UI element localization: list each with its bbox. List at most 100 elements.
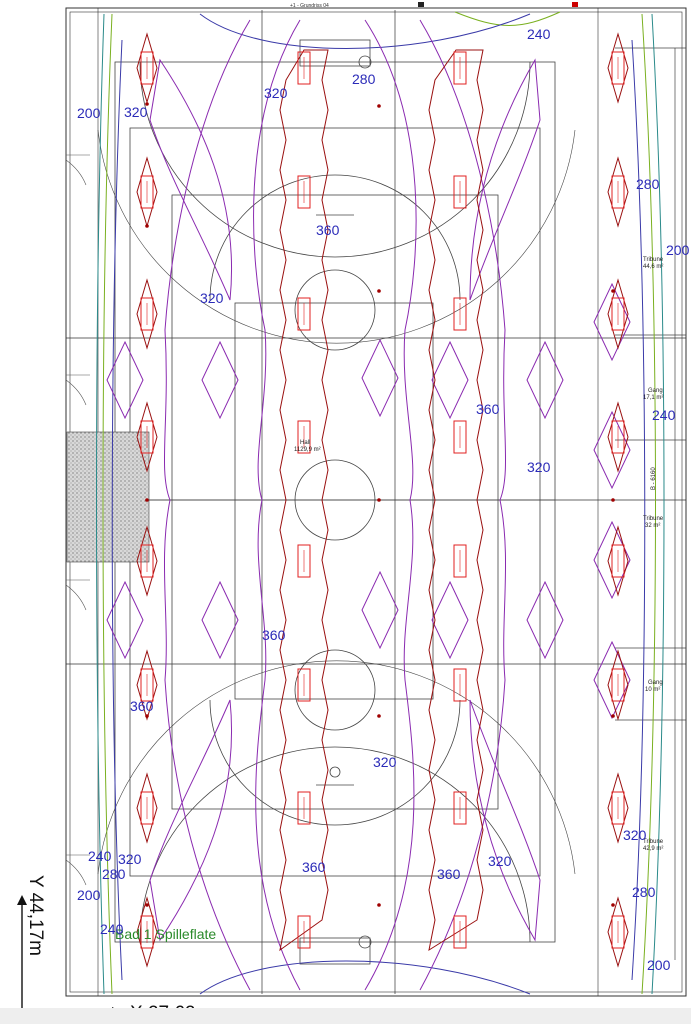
floor-outlet-14 [611,903,615,907]
floor-outlet-4 [377,289,381,293]
luminaires [140,51,625,949]
isolux-label-l320-top: 320 [264,85,288,101]
floor-outlet-9 [145,714,149,718]
isolux-label-l280-br: 280 [632,884,656,900]
room-gang-bot-area: 10 m² [645,687,660,693]
isolux-column-lobe-2-6 [607,649,629,721]
luminaire-16 [611,420,625,454]
isolux-320-diamond-7 [106,340,144,420]
room-tribune-top-name: Tribune [643,257,664,263]
isolux-320-diamond-14 [593,640,631,720]
isolux-label-l280-bl: 280 [102,866,126,882]
isolux-column-lobe-2-8 [607,896,629,968]
luminaire-26 [297,791,311,825]
isolux-240-left [102,13,113,995]
isolux-label-l200-bl: 200 [77,887,101,903]
isolux-320-curve-8 [469,699,541,942]
stair-area [66,431,150,563]
floor-outlet-11 [611,714,615,718]
room-tribune-top-area: 44,6 m² [643,264,663,270]
isolux-240 [102,11,656,995]
isolux-360-band-1 [279,49,329,952]
door-swings [65,154,90,886]
top-note: +1 - Grundriss 04 [290,3,329,9]
floor-outlet-3 [145,224,149,228]
isolux-200-left [96,13,105,995]
isolux-320-diamond-1 [201,340,239,420]
isolux-label-l360-lower: 360 [262,627,286,643]
isolux-240-top [454,11,561,26]
isolux-320-curve-5 [163,19,251,991]
isolux-280-bottom [199,960,531,995]
isolux-320-diamond-8 [106,580,144,660]
isolux-column-lobe-1-8 [136,896,158,968]
luminaire-8 [611,175,625,209]
floor-outlet-6 [145,498,149,502]
room-tribune-bot-area: 42,9 m² [643,846,663,852]
luminaire-23 [453,668,467,702]
room-tribune-mid-name: Tribune [643,516,664,522]
room-labels: Hall 1129,9 m² Tribune 44,6 m² Gang 17,1… [294,257,664,852]
top-marker [418,2,424,7]
isolux-label-l200-br: 200 [647,957,671,973]
isolux-label-l240-top: 240 [527,26,551,42]
isolux-320-curve-6 [469,58,541,301]
luminaire-13 [140,420,154,454]
luminaire-11 [453,297,467,331]
isolux-column-lobe-1-3 [136,278,158,350]
isolux-label-l240-right: 240 [652,407,676,423]
room-hall-area: 1129,9 m² [294,447,321,453]
isolux-320-diamond-2 [201,580,239,660]
isolux-200-right [651,13,665,995]
luminaire-28 [611,791,625,825]
isolux-280-right [631,39,646,981]
isolux-label-l240-bl: 240 [88,848,112,864]
isolux-label-l320-lower: 320 [373,754,397,770]
isolux-label-l360-lowleft: 360 [130,698,154,714]
isolux-label-l240-bl2: 240 [100,921,124,937]
luminaire-24 [611,668,625,702]
isolux-280 [111,13,646,995]
isolux-320-curve-3 [364,19,417,991]
room-gang-top-area: 17,1 m² [643,395,663,401]
isolux-column-lobe-2-7 [607,772,629,844]
isolux-column-lobe-1-6 [136,649,158,721]
luminaire-4 [611,51,625,85]
isolux-320-curve-2 [253,19,301,991]
isolux-320-diamond-10 [361,570,399,650]
isolux-label-l280-top: 280 [352,71,376,87]
luminaire-21 [140,668,154,702]
luminaire-10 [297,297,311,331]
isolux-label-l320-br: 320 [623,827,647,843]
isolux-label-l360-bot2: 360 [437,866,461,882]
floor-outlet-8 [611,498,615,502]
floor-outlet-7 [377,498,381,502]
isolux-label-l320-bot: 320 [488,853,512,869]
side-rooms [615,47,686,960]
floor-outlets [145,102,615,907]
isolux-label-l360-bot1: 360 [302,859,326,875]
luminaire-1 [140,51,154,85]
isolux-label-l200-left: 200 [77,105,101,121]
isolux-column-lobe-2-2 [607,156,629,228]
isolux-280-left [111,39,123,981]
isolux-360-band-2 [428,49,484,952]
isolux-320-diamond-6 [526,580,564,660]
luminaire-3 [453,51,467,85]
isolux-label-l360-right: 360 [476,401,500,417]
isolux-320-curve-1 [149,58,233,301]
luminaire-15 [453,420,467,454]
room-tribune-mid-area: 32 m² [645,523,660,529]
isolux-200 [96,13,665,995]
isolux-280-top [199,13,531,49]
isolux-label-l320-left: 320 [124,104,148,120]
luminaire-5 [140,175,154,209]
isolux-label-l280-right: 280 [636,176,660,192]
luminaire-2 [297,51,311,85]
floor-outlet-5 [611,289,615,293]
isolux-320-curve-4 [419,19,507,991]
luminaire-18 [297,544,311,578]
isolux-column-lobe-2-3 [607,278,629,350]
